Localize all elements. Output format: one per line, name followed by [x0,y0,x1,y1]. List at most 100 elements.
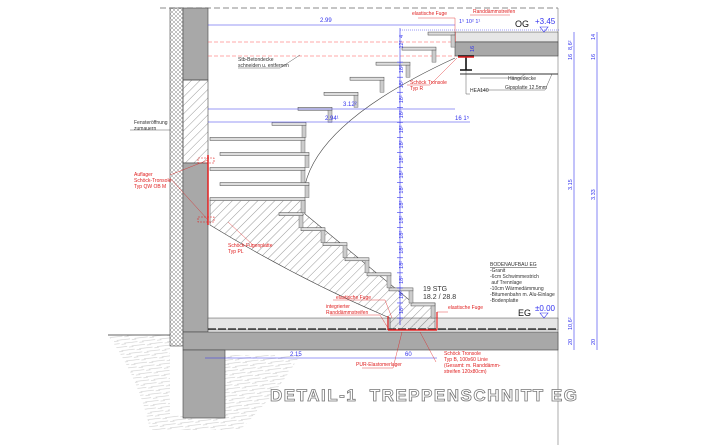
riser-dimension: 18² [399,201,405,209]
dim-right-b-1: 16 [591,54,597,60]
dim-bottom-right: 60 [405,352,412,358]
stair-riser [298,215,304,228]
dim-landing-offset: 16 1⁵ [455,115,470,122]
stair-riser [408,290,414,304]
stair-ratio: 18.2 / 28.8 [423,294,456,301]
stair-riser [327,110,333,123]
stair-riser [379,79,385,93]
floor-buildup-heading: BODENAUFBAU EG [490,262,537,268]
stair-riser [300,140,306,153]
foundation [182,349,226,419]
riser-dimension: 18² [399,231,405,239]
note-hanging-ceiling: Hängedecke [508,76,536,82]
drawing-title: DETAIL-1 TREPPENSCHNITT EG [270,386,578,405]
stair-tread [209,167,306,171]
note-support-2: Schöck-Tronsole [134,178,172,184]
floor-buildup-eg [207,317,559,331]
dim-riser-small: 4 [399,35,405,38]
note-slab-cut-2: schneiden u. entfernen [238,63,289,69]
riser-dimension: 18² [399,306,405,314]
floor-buildup-item: -Bitumenbahn m. Alu-Einlage [490,292,555,298]
stair-riser [304,155,310,168]
stair-riser [342,245,348,259]
wall-window-infill [182,79,209,164]
note-window-1: Fensteröffnung [134,120,168,126]
dim-right-b-0: 14 [591,34,597,40]
outer-insulation-wall [169,7,184,347]
riser-dimension: 18² [399,155,405,163]
stair-tread [375,61,411,66]
riser-dimension: 18² [399,261,405,269]
stair-tread [219,152,310,156]
note-integrated-1: integrierter [326,304,350,310]
level-og: OG [515,19,529,29]
stair-treads [209,31,456,319]
stair-tread [219,182,310,186]
dim-mid-width-1: 3.12² [343,102,357,108]
level-eg: EG [518,308,531,318]
stair-riser [320,230,326,243]
dimension-lines [205,24,598,359]
stair-riser [304,185,310,198]
dim-right-a-1: 16 [568,54,574,60]
dim-right-a-2: 3.15 [568,179,574,190]
dim-riser-top: 12² [399,40,405,48]
floor-buildup-item: -Granit [490,268,506,274]
note-window-2: zumauern [134,126,156,132]
stair-tread [366,272,392,277]
riser-dimension: 18² [399,110,405,118]
riser-dimension: 18² [399,95,405,103]
stair-tread [427,31,456,36]
floor-buildup-item: auf Trennlage [490,280,522,286]
riser-dimension: 18² [399,140,405,148]
floor-buildup-item: -10cm Wärmedämmung [490,286,544,292]
level-og-elevation: +3.45 [535,17,556,26]
stair-tread [271,122,307,126]
note-support-1: Auflager [134,172,153,178]
stair-tread [349,76,385,81]
note-joint-plate-2: Typ PL [228,249,244,255]
note-slab-cut-1: Stb-Betondecke [238,57,274,63]
stair-riser [431,49,437,63]
floor-buildup-item: -6cm Schwimmestrich [490,274,539,280]
stair-count: 19 STG [423,286,447,293]
dim-right-b-3: 20 [591,339,597,345]
note-tronsole-b-1: Typ B, 100x60 Linie [444,357,488,363]
riser-dimension: 18² [399,246,405,254]
support-qw-lower [197,216,215,223]
level-eg-marker-icon [539,312,549,319]
riser-dimension: 18² [399,170,405,178]
riser-dimension: 18² [399,185,405,193]
riser-dimension: 18² [399,80,405,88]
hea140-beam [458,55,474,71]
riser-dimension: 18² [399,291,405,299]
ground-slab [182,331,559,351]
stair-riser [300,200,306,213]
stair-riser [450,34,456,48]
stair-tread [278,212,304,216]
note-tronsole-b-3: streifen 120x80cm) [444,369,487,375]
floor-buildup-og [454,31,559,43]
level-og-marker-icon [539,26,549,33]
og-slab [454,41,559,57]
note-edge-strip-top: Randdämmstreifen [473,9,515,15]
stair-riser [300,170,306,183]
dim-right-b-2: 3.33 [591,189,597,200]
note-elastic-joint-right: elastische Fuge [448,305,483,311]
wall-upper-concrete [182,7,209,81]
stair-tread [322,242,348,246]
stair-tread [300,227,326,231]
note-integrated-2: Randdämmstreifen [326,310,368,316]
dim-right-a-0: 8,6² [568,40,574,50]
dim-mid-width-2: 2.94¹ [325,116,339,122]
dim-right-a-4: 20 [568,339,574,345]
stair-riser [353,95,359,108]
support-qw-upper [197,157,215,164]
level-eg-elevation: ±0.00 [535,304,556,313]
note-tronsole-r-2: Typ R [410,86,423,92]
annotation-leaders [169,14,510,369]
riser-ticks [397,61,403,319]
note-elastic-joint-top: elastische Fuge [412,11,447,17]
stair-tread [209,197,306,201]
